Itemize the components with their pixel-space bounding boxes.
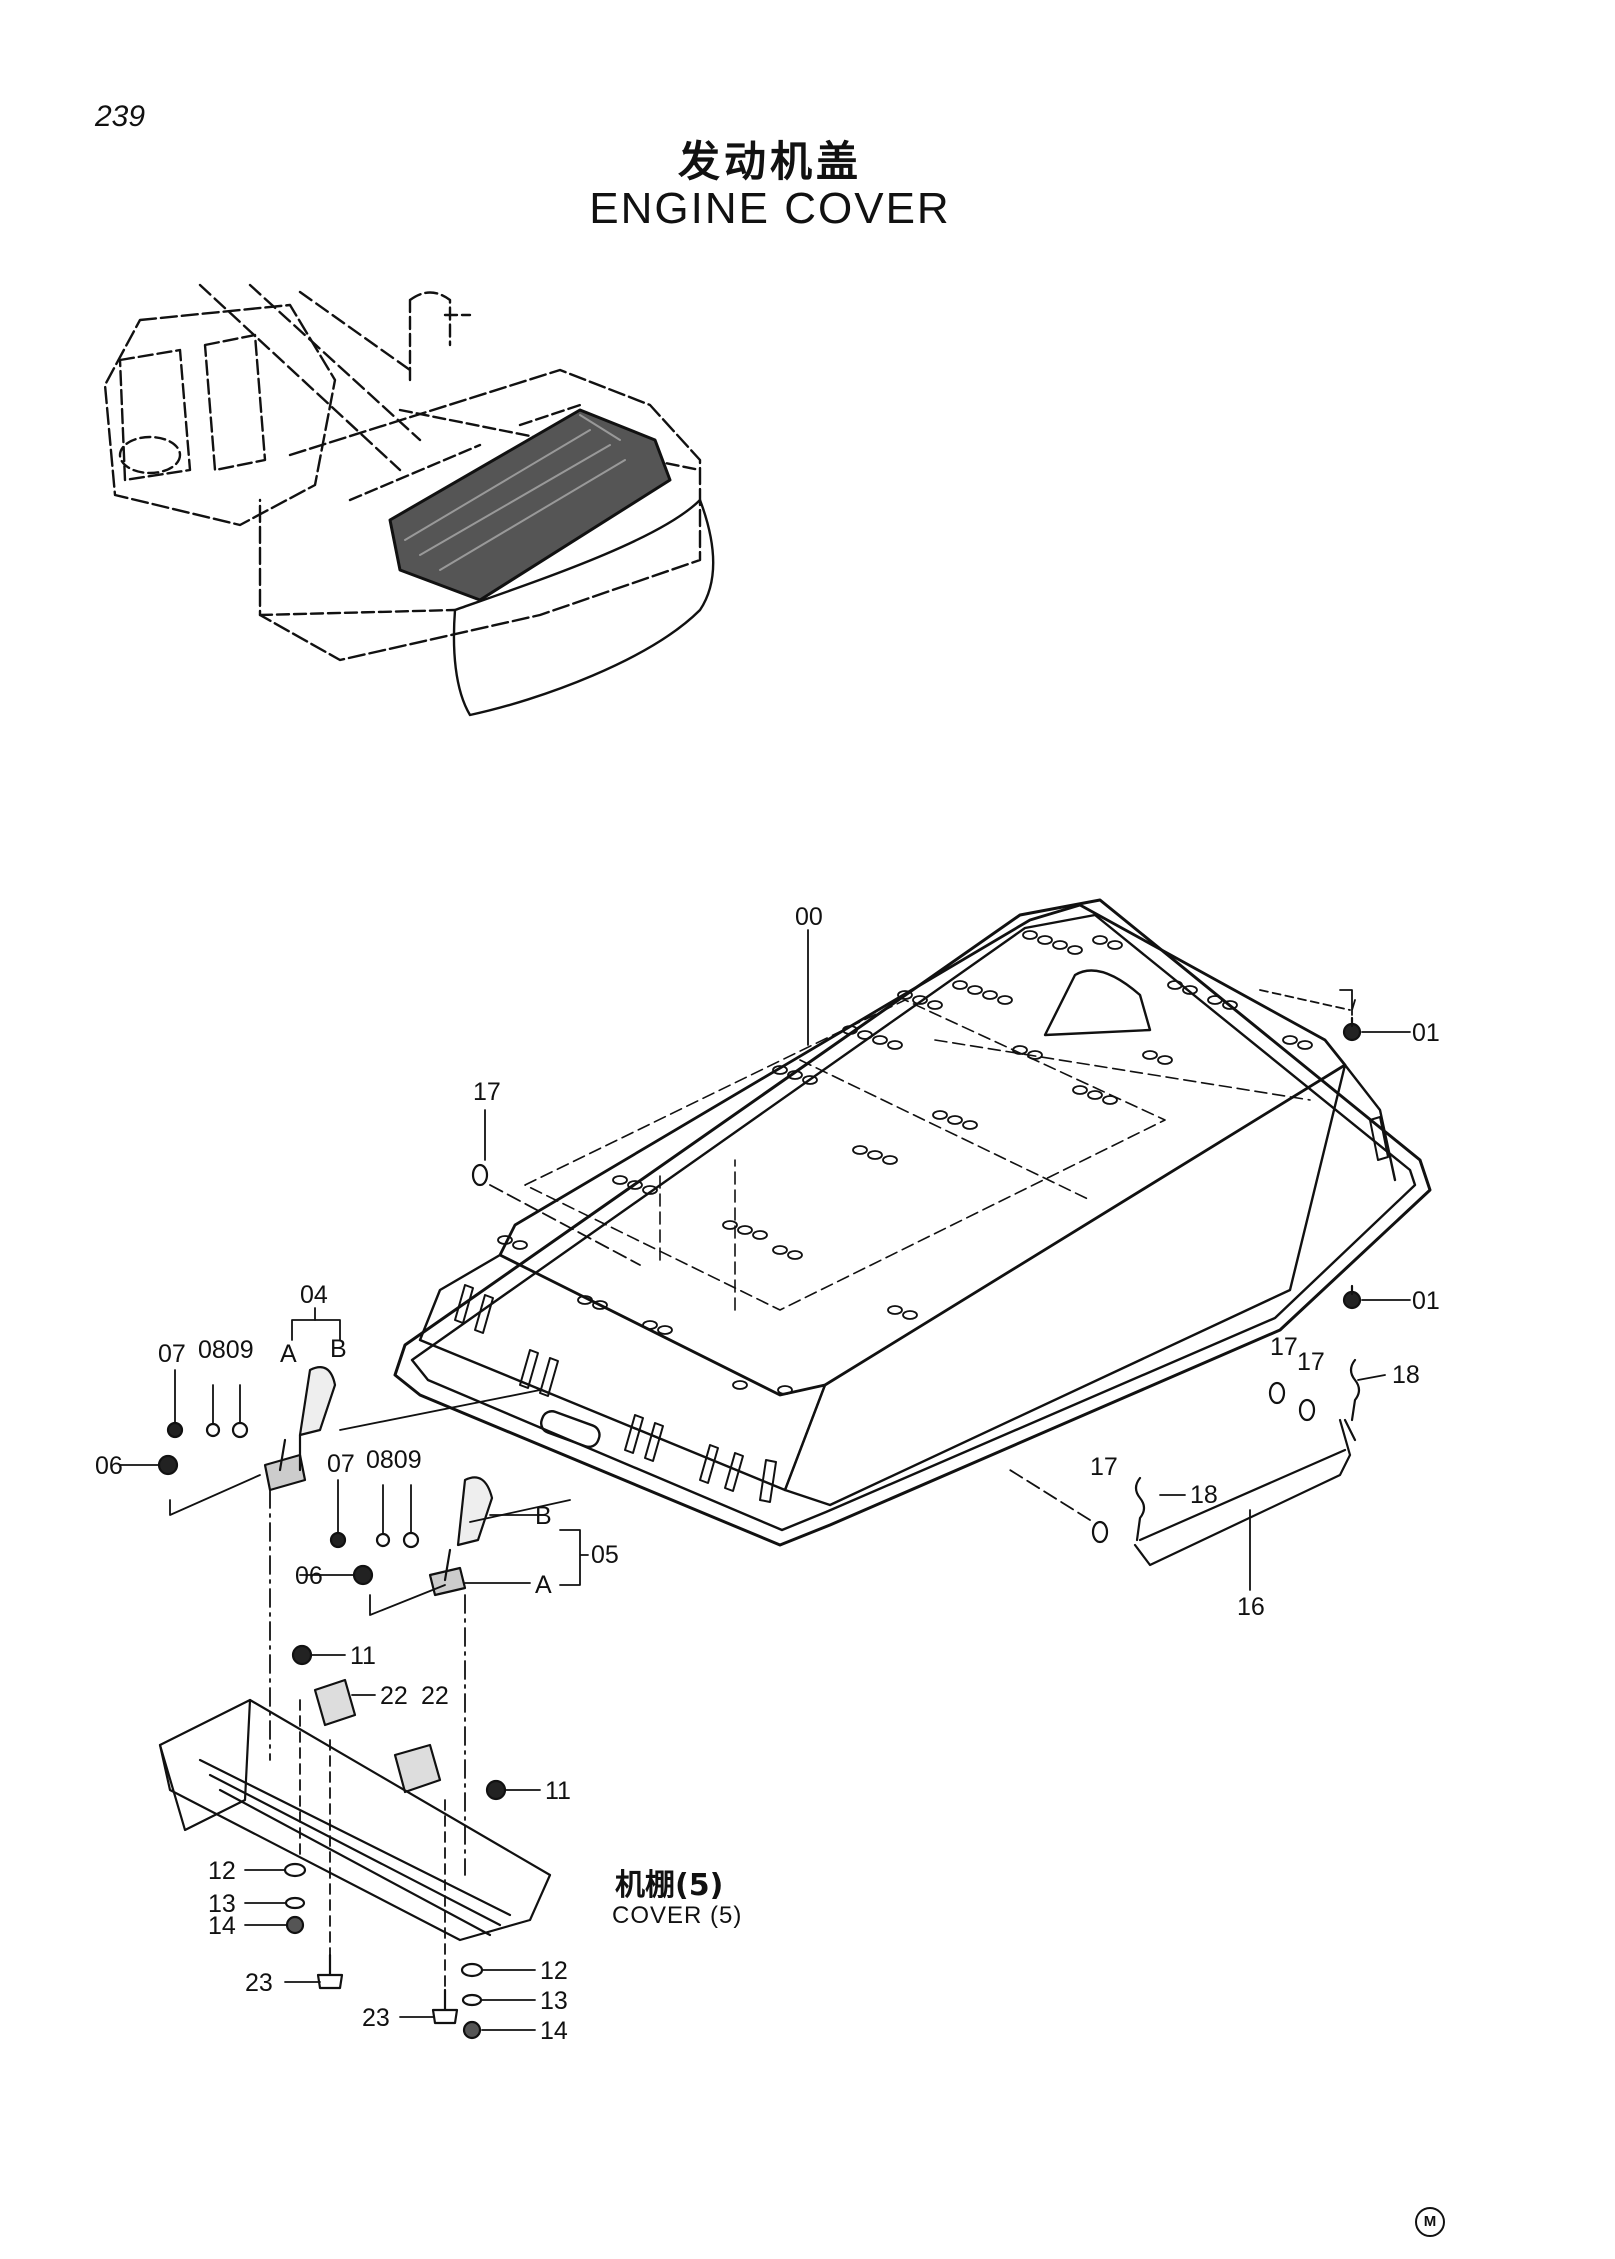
callout-05: 05 <box>591 1541 619 1569</box>
callout-b-upper: B <box>330 1335 347 1363</box>
callout-23-right: 23 <box>362 2004 390 2032</box>
callout-labels: 00 01 01 17 17 17 17 18 18 16 04 A B 07 … <box>95 903 1440 2045</box>
reference-label-chinese: 机棚(5) <box>615 1868 724 1903</box>
callout-18-bottom: 18 <box>1190 1481 1218 1509</box>
callout-07-lower: 07 <box>327 1450 355 1478</box>
callout-0809-lower: 0809 <box>366 1446 422 1474</box>
callout-23-left: 23 <box>245 1969 273 1997</box>
hardware-parts <box>157 1016 1362 2040</box>
page-number: 239 <box>95 100 146 133</box>
excavator-overview <box>103 283 715 717</box>
callout-16: 16 <box>1237 1593 1265 1621</box>
callout-11-upper: 11 <box>350 1642 376 1670</box>
callout-b-lower: B <box>535 1502 552 1530</box>
callout-12-left: 12 <box>208 1857 236 1885</box>
callout-12-right: 12 <box>540 1957 568 1985</box>
title-english: ENGINE COVER <box>589 184 951 233</box>
leader-lines <box>119 929 1411 2031</box>
callout-17-right-a: 17 <box>1270 1333 1298 1361</box>
callout-18-top: 18 <box>1392 1361 1420 1389</box>
callout-0809-upper: 0809 <box>198 1336 254 1364</box>
callout-00: 00 <box>795 903 823 931</box>
maker-mark: M <box>1415 2207 1445 2237</box>
callout-11-lower: 11 <box>545 1777 571 1805</box>
callout-13-right: 13 <box>540 1987 568 2015</box>
callout-14-right: 14 <box>540 2017 568 2045</box>
callout-06-lower: 06 <box>295 1562 323 1590</box>
callout-22-left: 22 <box>380 1682 408 1710</box>
callout-a-lower: A <box>535 1571 552 1599</box>
callout-14-left: 14 <box>208 1912 236 1940</box>
callout-17-left: 17 <box>473 1078 501 1106</box>
callout-01-top: 01 <box>1412 1019 1440 1047</box>
callout-a-upper: A <box>280 1340 297 1368</box>
bolt-01-bottom <box>1342 1284 1362 1310</box>
callout-04: 04 <box>300 1281 328 1309</box>
engine-cover-main <box>393 898 1432 1547</box>
callout-07-upper: 07 <box>158 1340 186 1368</box>
title-chinese: 发动机盖 <box>677 137 862 186</box>
callout-17-right-b: 17 <box>1297 1348 1325 1376</box>
bolt-01-top <box>1342 1016 1362 1042</box>
reference-label-english: COVER (5) <box>612 1902 743 1929</box>
callout-13-left: 13 <box>208 1890 236 1918</box>
callout-17-bottom: 17 <box>1090 1453 1118 1481</box>
callout-22-right: 22 <box>421 1682 449 1710</box>
callout-01-bottom: 01 <box>1412 1287 1440 1315</box>
callout-06-upper: 06 <box>95 1452 123 1480</box>
